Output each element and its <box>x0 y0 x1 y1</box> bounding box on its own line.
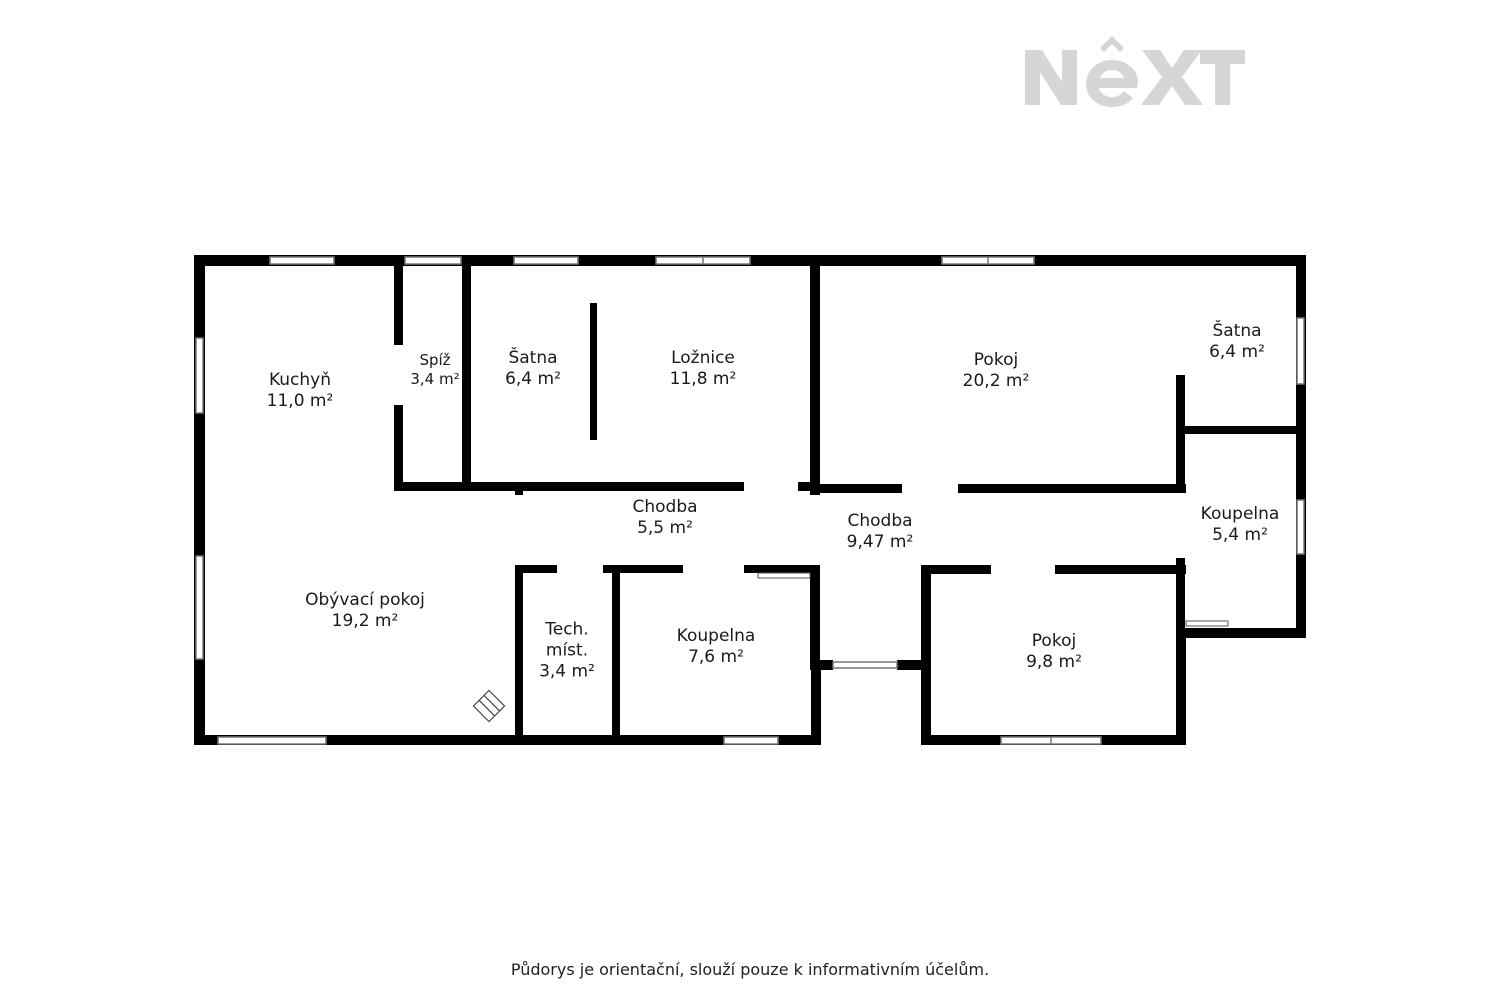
room-label-koupelna-2: Koupelna 7,6 m² <box>677 626 756 668</box>
wall <box>1176 628 1306 638</box>
wall <box>394 405 403 491</box>
room-name: Šatna <box>1212 321 1262 341</box>
windows <box>195 256 1305 745</box>
wall <box>1176 426 1306 434</box>
room-label-loznice: Ložnice 11,8 m² <box>670 348 737 390</box>
window <box>1296 499 1305 555</box>
wall <box>462 255 471 491</box>
wall <box>744 565 812 573</box>
room-area: 9,8 m² <box>1026 652 1082 672</box>
wall <box>515 485 523 495</box>
wall <box>810 565 820 670</box>
window <box>269 256 335 265</box>
wall <box>194 255 205 745</box>
room-label-chodba-1: Chodba 5,5 m² <box>632 497 697 539</box>
wall <box>811 660 821 745</box>
room-label-tech-mist: Tech. míst. 3,4 m² <box>539 620 595 683</box>
room-name: Spíž <box>419 351 451 369</box>
room-name: Obývací pokoj <box>305 590 425 610</box>
room-name: Šatna <box>508 348 558 368</box>
room-name: Koupelna <box>1200 504 1280 524</box>
room-label-spiz: Spíž 3,4 m² <box>410 351 459 389</box>
room-name: Tech. <box>545 619 589 640</box>
room-label-pokoj-1: Pokoj 20,2 m² <box>963 350 1030 392</box>
window <box>1296 317 1305 385</box>
room-label-satna-1: Šatna 6,4 m² <box>505 348 561 390</box>
room-name: Pokoj <box>973 350 1019 370</box>
walls <box>194 255 1306 745</box>
room-area: 11,8 m² <box>669 369 737 389</box>
wall <box>810 255 820 491</box>
room-name: Chodba <box>847 511 913 531</box>
window <box>195 337 204 414</box>
wall <box>1176 558 1185 638</box>
room-label-obyvaci-pokoj: Obývací pokoj 19,2 m² <box>305 590 425 632</box>
window <box>195 555 204 660</box>
window <box>513 256 579 265</box>
room-name: Koupelna <box>676 626 756 646</box>
room-label-pokoj-2: Pokoj 9,8 m² <box>1026 631 1082 673</box>
wall <box>1176 628 1186 745</box>
wall <box>394 482 522 491</box>
window <box>723 736 779 745</box>
next-logo <box>1025 36 1245 107</box>
room-area: 6,4 m² <box>1209 342 1265 362</box>
room-label-kuchyn: Kuchyň 11,0 m² <box>267 370 334 412</box>
room-name: Kuchyň <box>268 370 332 390</box>
room-label-satna-2: Šatna 6,4 m² <box>1209 321 1265 363</box>
room-name: Ložnice <box>671 348 735 368</box>
room-area: 5,4 m² <box>1212 525 1268 545</box>
wall <box>612 565 620 745</box>
window-mullions <box>702 257 1052 744</box>
wall <box>921 565 991 574</box>
wall <box>194 735 821 745</box>
room-area: 3,4 m² <box>539 661 595 682</box>
wall <box>515 565 523 745</box>
entrance-door <box>832 661 898 669</box>
wall <box>810 485 820 495</box>
wall <box>958 484 1186 493</box>
room-label-koupelna-1: Koupelna 5,4 m² <box>1201 504 1280 546</box>
shower-tray <box>1185 620 1229 627</box>
room-area: 7,6 m² <box>688 647 744 667</box>
room-name: Pokoj <box>1031 631 1077 651</box>
wall <box>798 482 820 491</box>
room-area: 20,2 m² <box>962 371 1030 391</box>
room-area: 5,5 m² <box>637 518 693 538</box>
wall <box>515 565 557 573</box>
room-area: 3,4 m² <box>410 370 460 388</box>
wall <box>603 565 683 573</box>
wall <box>921 565 931 745</box>
room-area: 6,4 m² <box>505 369 561 389</box>
wall <box>1296 255 1306 638</box>
wall <box>816 484 902 493</box>
shower-tray <box>757 572 811 579</box>
wall <box>394 255 403 345</box>
room-name: Chodba <box>632 497 698 517</box>
wall <box>811 660 833 670</box>
room-area: 19,2 m² <box>331 611 399 631</box>
wall <box>590 303 597 440</box>
stairs-icon <box>472 689 506 723</box>
room-name-line2: míst. <box>545 640 589 661</box>
wall <box>897 660 931 670</box>
wall <box>1055 565 1186 574</box>
room-area: 9,47 m² <box>846 532 914 552</box>
room-label-chodba-2: Chodba 9,47 m² <box>847 511 914 553</box>
window <box>404 256 462 265</box>
disclaimer-note: Půdorys je orientační, slouží pouze k in… <box>510 960 990 979</box>
window <box>217 736 327 745</box>
wall <box>522 482 744 491</box>
room-area: 11,0 m² <box>266 391 334 411</box>
